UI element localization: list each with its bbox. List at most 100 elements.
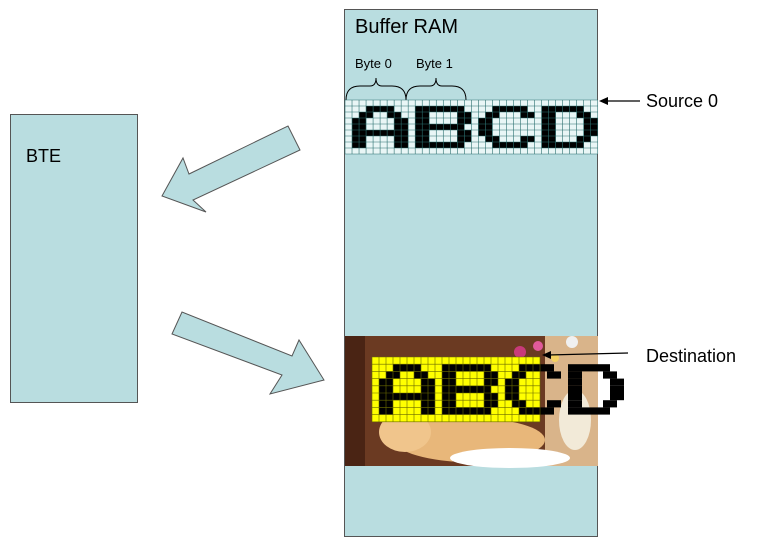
- glyph-C-pixel: [485, 118, 493, 124]
- glyph-B-pixel: [484, 378, 491, 386]
- glyph-C-pixel: [513, 106, 521, 112]
- glyph-B-pixel: [422, 124, 430, 130]
- glyph-B-pixel: [436, 124, 444, 130]
- glyph-A-pixel: [386, 371, 393, 379]
- glyph-D-pixel: [582, 407, 589, 415]
- glyph-B-pixel: [457, 136, 465, 142]
- glyph-A-pixel: [366, 112, 374, 118]
- glyph-D-pixel: [582, 364, 589, 372]
- glyph-A-pixel: [386, 407, 393, 415]
- glyph-B-pixel: [456, 385, 463, 393]
- glyph-A-pixel: [394, 142, 402, 148]
- glyph-D-pixel: [575, 407, 582, 415]
- glyph-A-pixel: [379, 378, 386, 386]
- arrow-to-bte-icon: [161, 125, 301, 213]
- glyph-C-pixel: [505, 393, 512, 401]
- glyph-A-pixel: [393, 371, 400, 379]
- glyph-B-pixel: [457, 112, 465, 118]
- source-grid-lines: [344, 99, 599, 155]
- glyph-D-pixel: [568, 378, 575, 386]
- glyph-D-pixel: [610, 385, 617, 393]
- glyph-D-pixel: [583, 124, 591, 130]
- bte-label: BTE: [26, 146, 62, 166]
- glyph-B-pixel: [463, 407, 470, 415]
- glyph-C-pixel: [505, 385, 512, 393]
- glyph-D-pixel: [603, 371, 610, 379]
- glyph-B-pixel: [484, 385, 491, 393]
- bte-block: [10, 114, 138, 403]
- glyph-B-pixel: [449, 371, 456, 379]
- glyph-C-pixel: [478, 118, 486, 124]
- glyph-B-pixel: [463, 364, 470, 372]
- glyph-C-pixel: [540, 364, 547, 372]
- source-strip: [344, 99, 599, 155]
- glyph-B-pixel: [442, 400, 449, 408]
- glyph-C-pixel: [492, 142, 500, 148]
- glyph-B-pixel: [464, 130, 472, 136]
- byte-1-label: Byte 1: [416, 56, 453, 71]
- glyph-D-pixel: [555, 142, 563, 148]
- glyph-D-pixel: [617, 385, 624, 393]
- glyph-B-pixel: [422, 130, 430, 136]
- glyph-D-pixel: [548, 136, 556, 142]
- glyph-C-pixel: [519, 400, 526, 408]
- glyph-C-pixel: [547, 364, 554, 372]
- byte-1-brace: [405, 77, 467, 101]
- glyph-A-pixel: [359, 142, 367, 148]
- glyph-C-pixel: [478, 130, 486, 136]
- glyph-B-pixel: [436, 142, 444, 148]
- glyph-D-pixel: [583, 112, 591, 118]
- glyph-D-pixel: [575, 371, 582, 379]
- glyph-B-pixel: [457, 142, 465, 148]
- photo-flower: [551, 354, 559, 362]
- glyph-A-pixel: [428, 385, 435, 393]
- glyph-A-pixel: [394, 130, 402, 136]
- glyph-D-pixel: [548, 130, 556, 136]
- source-pointer-head: [599, 97, 608, 105]
- glyph-D-pixel: [541, 124, 549, 130]
- photo-flower: [566, 336, 578, 348]
- glyph-B-pixel: [457, 118, 465, 124]
- glyph-D-pixel: [575, 393, 582, 401]
- glyph-A-pixel: [379, 385, 386, 393]
- glyph-A-pixel: [359, 118, 367, 124]
- glyph-D-pixel: [562, 106, 570, 112]
- glyph-A-pixel: [386, 400, 393, 408]
- glyph-D-pixel: [548, 124, 556, 130]
- glyph-A-pixel: [386, 385, 393, 393]
- glyph-C-pixel: [519, 371, 526, 379]
- glyph-B-pixel: [449, 385, 456, 393]
- glyph-B-pixel: [443, 124, 451, 130]
- glyph-B-pixel: [442, 407, 449, 415]
- glyph-A-pixel: [401, 118, 409, 124]
- glyph-A-pixel: [366, 106, 374, 112]
- glyph-B-pixel: [422, 136, 430, 142]
- glyph-D-pixel: [575, 400, 582, 408]
- glyph-C-pixel: [485, 136, 493, 142]
- glyph-B-pixel: [443, 142, 451, 148]
- glyph-D-pixel: [576, 142, 584, 148]
- glyph-A-pixel: [394, 136, 402, 142]
- glyph-A-pixel: [401, 124, 409, 130]
- glyph-A-pixel: [366, 130, 374, 136]
- glyph-C-pixel: [533, 364, 540, 372]
- glyph-B-pixel: [477, 407, 484, 415]
- glyph-C-pixel: [540, 407, 547, 415]
- glyph-A-pixel: [380, 106, 388, 112]
- glyph-D-pixel: [568, 364, 575, 372]
- glyph-D-pixel: [589, 407, 596, 415]
- glyph-D-pixel: [596, 364, 603, 372]
- photo-light-area: [345, 336, 365, 466]
- glyph-D-pixel: [617, 378, 624, 386]
- glyph-D-pixel: [568, 400, 575, 408]
- glyph-A-pixel: [352, 118, 360, 124]
- glyph-A-pixel: [401, 136, 409, 142]
- glyph-D-pixel: [555, 106, 563, 112]
- glyph-C-pixel: [520, 136, 528, 142]
- glyph-A-pixel: [421, 378, 428, 386]
- glyph-B-pixel: [491, 393, 498, 401]
- glyph-B-pixel: [442, 371, 449, 379]
- glyph-D-pixel: [569, 142, 577, 148]
- glyph-D-pixel: [603, 364, 610, 372]
